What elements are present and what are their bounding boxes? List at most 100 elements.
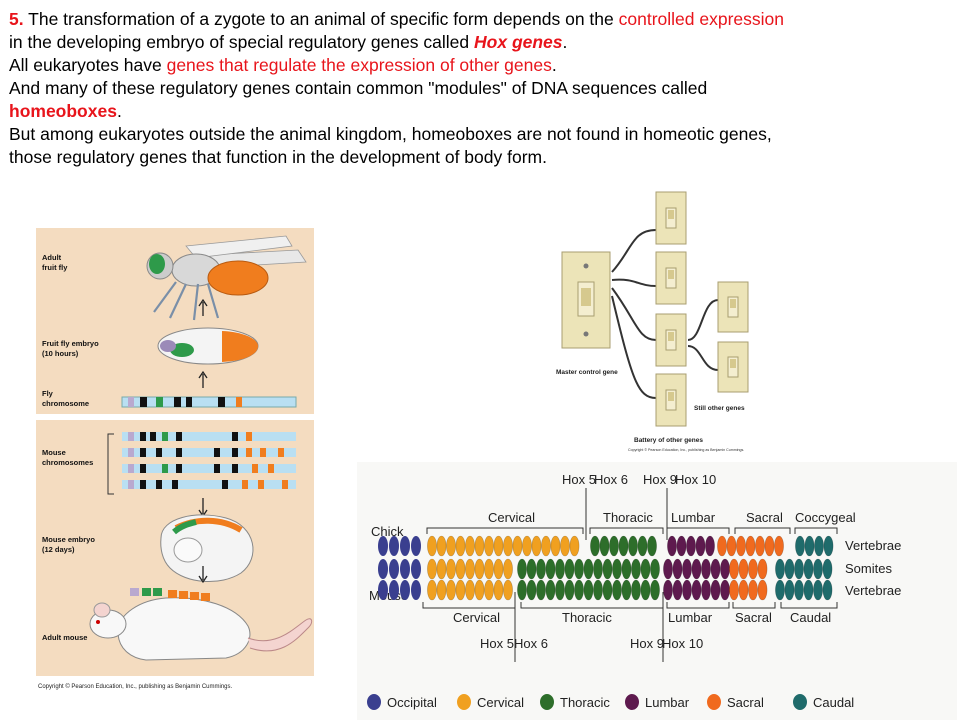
color-legend: Occipital Cervical Thoracic Lumbar Sacra… [367,694,854,710]
vertebra-oval [667,535,677,557]
vertebra-oval [804,535,815,557]
vertebra-oval [794,558,804,580]
vertebra-oval [583,579,594,601]
vertebra-oval [484,558,494,580]
label-mouse-embryo-2: (12 days) [42,545,75,554]
text-segment: . [116,101,122,121]
label-fly-embryo-1: Fruit fly embryo [42,339,99,348]
top-hox-9: Hox 9 [643,472,677,487]
vertebra-oval [465,558,475,580]
vertebra-oval [813,558,823,580]
legend-swatch-caudal [793,694,807,710]
vertebra-oval [493,535,504,557]
highlight-regulatory-genes: genes that regulate the expression of ot… [166,55,552,75]
vertebra-oval [446,579,456,601]
legend-swatch-cervical [457,694,471,710]
legend-swatch-lumbar [625,694,639,710]
hox-vertebrae-figure: Chick Mouse Hox 5 Hox 6 Hox 9 Hox 10 Cer… [357,462,957,720]
vertebra-oval [484,579,494,601]
vertebra-oval [640,579,651,601]
vertebra-oval [564,579,575,601]
vertebra-oval [784,558,795,580]
vertebra-oval [493,558,504,580]
vertebra-oval [411,536,421,556]
legend-label-thoracic: Thoracic [560,695,610,710]
vertebra-oval [590,535,600,557]
switch-copyright: Copyright © Pearson Education, Inc., pub… [628,448,744,452]
legend-swatch-thoracic [540,694,554,710]
vertebra-oval [484,535,494,557]
vertebra-oval [474,558,485,580]
vertebra-oval [663,558,673,580]
vertebra-oval [795,535,805,557]
point-number: 5. [9,9,24,29]
vertebra-oval [650,579,660,601]
vertebra-oval [691,558,702,580]
vertebra-oval [672,558,683,580]
vertebra-oval [729,579,739,601]
label-mouse-chromosomes-2: chromosomes [42,458,93,467]
vertebra-oval [455,579,466,601]
vertebra-oval [583,558,594,580]
vertebra-oval [517,558,527,580]
vertebra-oval [389,536,399,556]
vertebra-oval [599,535,610,557]
region-brackets [422,488,838,662]
bottom-hox-10: Hox 10 [662,636,703,651]
vertebra-oval [427,535,437,557]
vertebra-oval [701,579,711,601]
vertebra-oval [400,580,410,600]
top-region-thoracic: Thoracic [603,510,653,525]
vertebra-oval [378,580,388,600]
vertebra-oval [822,558,833,580]
bottom-region-cervical: Cervical [453,610,500,625]
vertebra-oval [650,558,660,580]
top-hox-6: Hox 6 [594,472,628,487]
vertebra-oval [455,535,466,557]
legend-label-lumbar: Lumbar [645,695,690,710]
vertebra-oval [745,535,756,557]
vertebra-oval [564,558,575,580]
vertebra-oval [400,536,410,556]
vertebra-oval [784,579,795,601]
vertebra-oval [474,535,485,557]
vertebra-oval [695,535,706,557]
vertebra-oval [637,535,648,557]
vertebra-oval [682,558,692,580]
bottom-hox-9: Hox 9 [630,636,664,651]
vertebra-oval [602,579,613,601]
vertebra-oval [621,558,632,580]
bottom-region-thoracic: Thoracic [562,610,612,625]
vertebra-oval [411,559,421,579]
vertebra-oval [411,580,421,600]
legend-swatch-sacral [707,694,721,710]
bottom-hox-5: Hox 5 [480,636,514,651]
vertebra-oval [736,535,746,557]
vertebra-oval [628,535,638,557]
top-region-cervical: Cervical [488,510,535,525]
top-hox-5: Hox 5 [562,472,596,487]
vertebra-oval [775,579,785,601]
top-region-coccygeal: Coccygeal [795,510,856,525]
vertebra-oval [526,558,537,580]
vertebra-oval [631,558,641,580]
highlight-controlled-expression: controlled expression [618,9,784,29]
vertebra-oval [531,535,542,557]
text-segment: All eukaryotes have [9,55,167,75]
text-segment: . [562,32,568,52]
adult-fly-illustration [146,235,307,321]
vertebra-oval [436,579,447,601]
label-fly-chromosome-2: chromosome [42,399,89,408]
vertebra-oval [738,579,749,601]
bottom-region-lumbar: Lumbar [668,610,713,625]
vertebra-oval [748,579,758,601]
vertebra-oval [560,535,570,557]
vertebra-oval [803,558,814,580]
label-battery-of-other-genes: Battery of other genes [634,437,703,444]
bottom-hox-6: Hox 6 [514,636,548,651]
vertebra-oval [621,579,632,601]
legend-label-caudal: Caudal [813,695,854,710]
vertebra-oval [672,579,683,601]
vertebra-oval [522,535,532,557]
adult-mouse-illustration [89,588,313,661]
